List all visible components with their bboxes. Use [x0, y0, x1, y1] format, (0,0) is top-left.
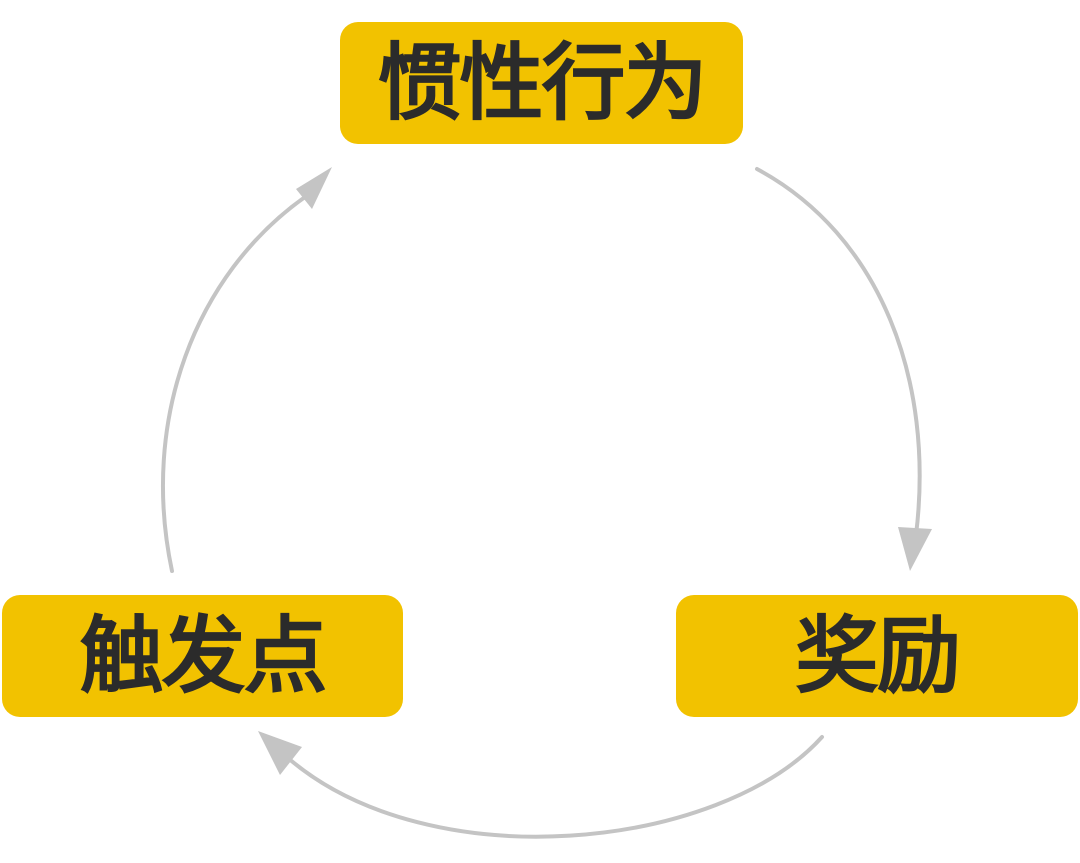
arrow-trigger-to-habit: [160, 195, 307, 573]
node-habit: 惯性行为: [340, 22, 743, 144]
node-habit-label: 惯性行为: [377, 34, 707, 132]
node-reward-label: 奖励: [794, 607, 961, 705]
arrowhead-reward-to-trigger: [258, 731, 302, 775]
node-trigger-label: 触发点: [79, 607, 327, 705]
arrow-habit-to-reward: [755, 167, 922, 537]
arrowhead-trigger-to-habit: [296, 167, 332, 209]
node-reward: 奖励: [676, 595, 1078, 717]
arrowhead-habit-to-reward: [898, 527, 932, 571]
arrow-reward-to-trigger: [286, 735, 824, 839]
node-trigger: 触发点: [2, 595, 403, 717]
